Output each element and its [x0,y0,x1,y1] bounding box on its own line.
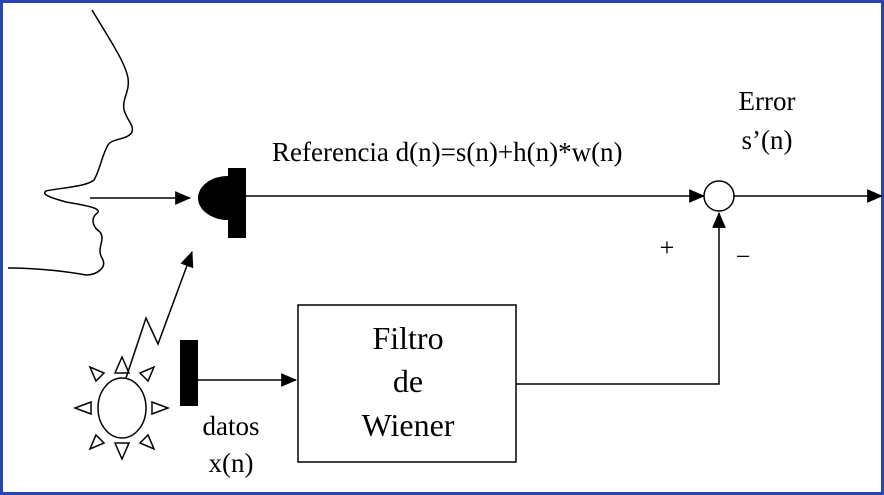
filter-label-line3: Wiener [362,407,455,443]
filter-label-line2: de [393,363,423,399]
filter-label-line1: Filtro [372,320,443,356]
error-title-label: Error [739,86,796,116]
microphone-icon [180,340,198,406]
wiener-filter-block [297,304,517,463]
plus-sign: + [660,233,675,262]
circle-summing-icon [703,180,735,212]
filter-output-line [516,211,726,385]
reference-label: Referencia d(n)=s(n)+h(n)*w(n) [272,137,623,167]
face-profile-icon [7,9,134,276]
error-signal-label: s’(n) [742,125,793,155]
sun-noise-icon [72,355,171,461]
minus-sign: − [736,242,751,271]
data-title-label: datos [203,411,260,441]
data-signal-label: x(n) [209,448,254,478]
microphone-icon [198,168,246,238]
noise-coupling-path [125,250,194,379]
